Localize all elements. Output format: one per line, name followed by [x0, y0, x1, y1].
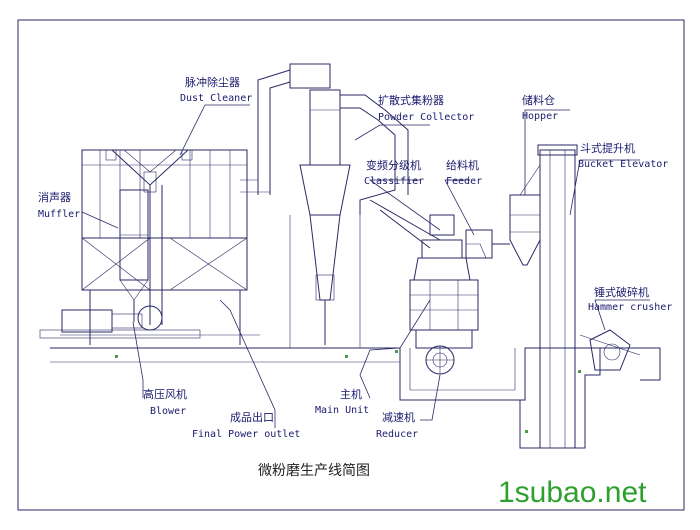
- muffler: [119, 185, 163, 325]
- hammer-crusher: [579, 329, 641, 371]
- main-unit-label-cn: 主机: [340, 387, 362, 401]
- hammer-crusher-label-cn: 锤式破碎机: [594, 285, 649, 299]
- label-main-unit: 主机 Main Unit: [315, 387, 369, 416]
- dust-cleaner-label-cn: 脉冲除尘器: [185, 75, 240, 89]
- hopper-label-cn: 储料仓: [522, 93, 555, 107]
- feeder-label-en: Feeder: [446, 176, 482, 187]
- feeder-label-cn: 给料机: [446, 158, 479, 172]
- hopper-label-en: Hopper: [522, 111, 558, 122]
- position-markers: [115, 350, 581, 433]
- label-hopper: 储料仓 Hopper: [522, 93, 558, 122]
- label-final-power-outlet: 成品出口 Final Power outlet: [192, 410, 300, 440]
- label-feeder: 给料机 Feeder: [446, 158, 482, 187]
- final-power-outlet-label-en: Final Power outlet: [192, 429, 300, 440]
- bucket-elevator-label-en: Bucket Elevator: [578, 159, 668, 170]
- bucket-elevator: [519, 144, 578, 449]
- diagram-caption: 微粉磨生产线简图: [258, 462, 370, 479]
- final-power-outlet-label-cn: 成品出口: [230, 410, 274, 424]
- label-muffler: 消声器 Muffler: [38, 190, 80, 220]
- hammer-crusher-label-en: Hammer crusher: [588, 302, 672, 313]
- powder-collector: [289, 89, 386, 348]
- dust-cleaner-structure: [60, 149, 260, 345]
- main-unit-label-en: Main Unit: [315, 405, 369, 416]
- classifier-label-cn: 变频分级机: [366, 158, 421, 172]
- dust-cleaner-label-en: Dust Cleaner: [180, 93, 252, 104]
- blower-label-en: Blower: [150, 406, 186, 417]
- blower-motor: [39, 305, 201, 339]
- label-dust-cleaner: 脉冲除尘器 Dust Cleaner: [180, 75, 252, 104]
- powder-collector-label-en: Powder Collector: [378, 112, 474, 123]
- main-unit: [409, 214, 479, 349]
- label-hammer-crusher: 锤式破碎机 Hammer crusher: [588, 285, 672, 313]
- label-reducer: 减速机 Reducer: [376, 410, 418, 440]
- outer-frame: [17, 19, 685, 511]
- reducer: [425, 345, 455, 375]
- label-powder-collector: 扩散式集粉器 Powder Collector: [378, 93, 474, 123]
- muffler-label-en: Muffler: [38, 209, 80, 220]
- muffler-label-cn: 消声器: [38, 190, 71, 204]
- label-blower: 高压风机 Blower: [143, 387, 187, 417]
- label-bucket-elevator: 斗式提升机 Bucket Elevator: [578, 141, 668, 170]
- hopper: [509, 194, 541, 266]
- leader-lines: [81, 104, 650, 428]
- powder-collector-label-cn: 扩散式集粉器: [378, 93, 444, 107]
- label-classifier: 变频分级机 Classifier: [364, 158, 424, 187]
- blower-label-cn: 高压风机: [143, 387, 187, 401]
- duct-to-collector: [240, 63, 331, 195]
- reducer-label-cn: 减速机: [382, 410, 415, 424]
- y-duct: [105, 149, 193, 193]
- watermark: 1subao.net: [498, 476, 647, 509]
- bucket-elevator-label-cn: 斗式提升机: [580, 141, 635, 155]
- reducer-label-en: Reducer: [376, 429, 418, 440]
- classifier-label-en: Classifier: [364, 176, 424, 187]
- feeder: [465, 229, 510, 259]
